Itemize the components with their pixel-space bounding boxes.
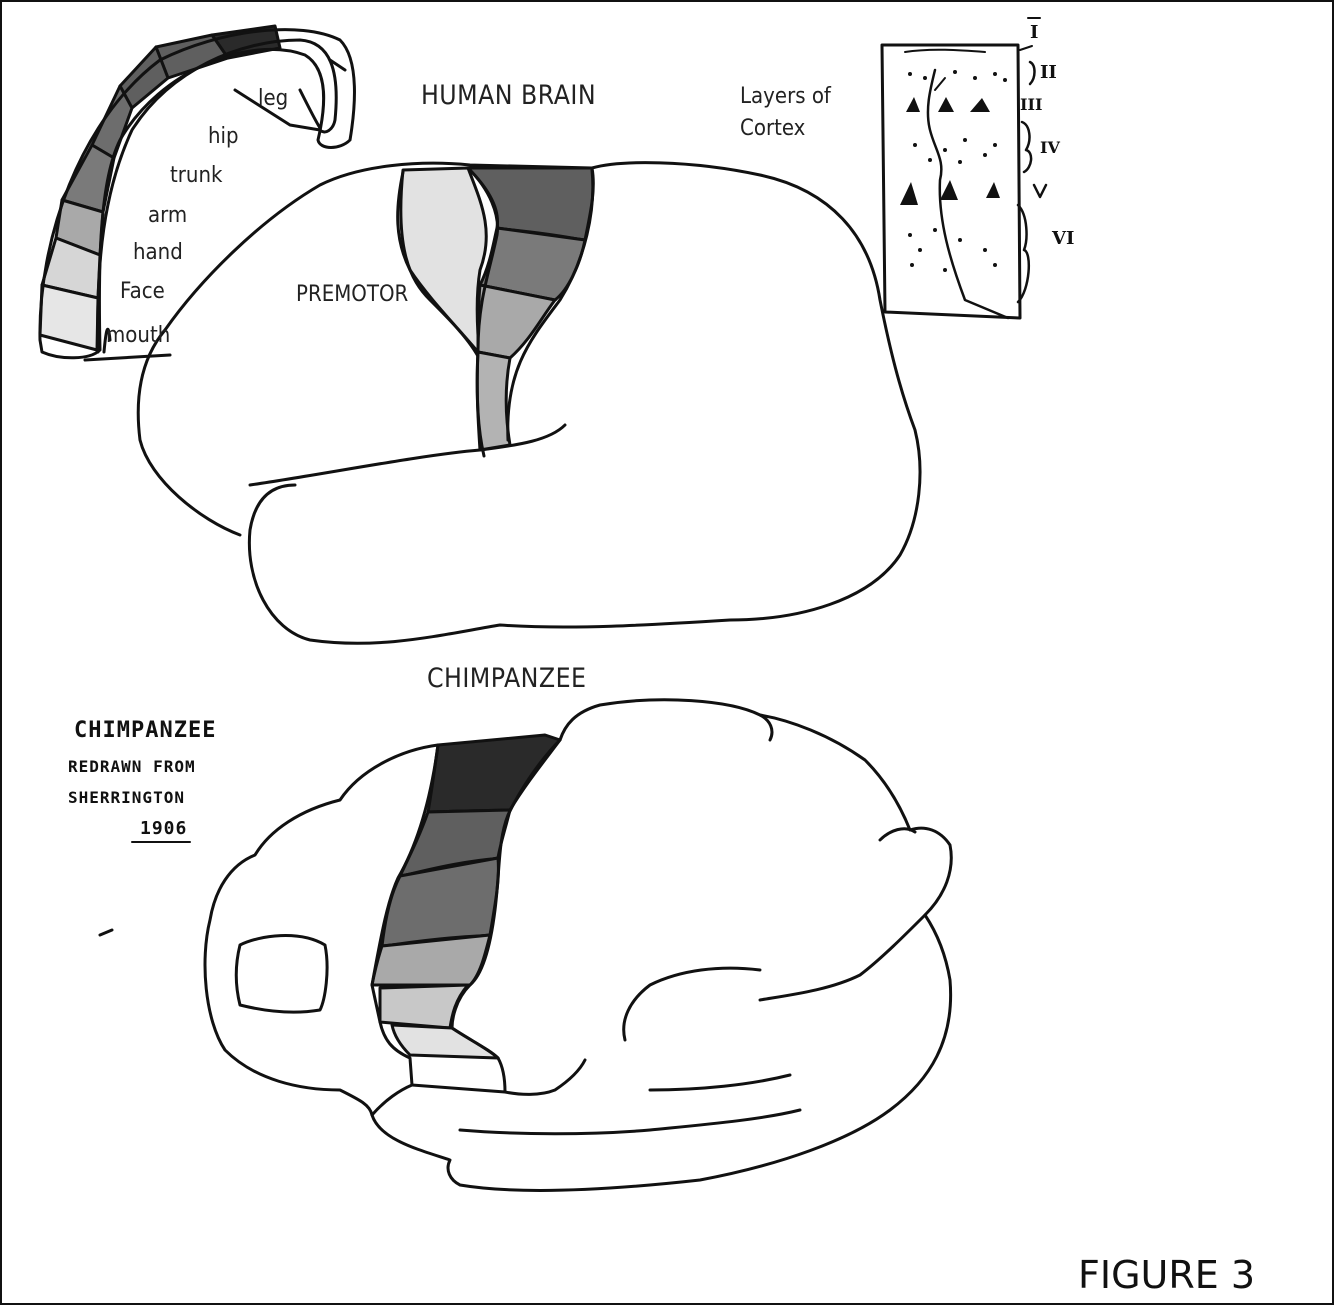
chimp-brain-diagram (98, 698, 953, 1192)
note-line-2: REDRAWN FROM (68, 757, 196, 776)
cortex-layers-diagram (880, 17, 1048, 320)
layer-vi-label: VI (1052, 228, 1075, 249)
human-premotor-region (399, 166, 488, 362)
trunk-label: trunk (170, 163, 223, 188)
chimp-motor-darkest (426, 733, 562, 814)
chimpanzee-title: CHIMPANZEE (427, 663, 587, 694)
chimp-motor-mid (380, 856, 500, 948)
layers-label: Layers of (740, 84, 831, 109)
figure-number-label: FIGURE 3 (1078, 1253, 1255, 1297)
cortex-label: Cortex (740, 116, 806, 141)
human-brain-title: HUMAN BRAIN (421, 80, 597, 111)
chimp-orbit-outline (234, 934, 329, 1014)
human-motor-bottom (475, 350, 512, 452)
motor-strip-diagram (38, 24, 356, 362)
note-line-1: CHIMPANZEE (74, 718, 217, 743)
strip-segment-mouth (38, 283, 100, 352)
note-line-4: 1906 (140, 818, 188, 839)
leg-label: leg (258, 86, 289, 111)
arm-label: arm (148, 203, 188, 228)
layer-ii-label: II (1040, 62, 1057, 83)
human-brain-diagram (136, 161, 922, 645)
layer-i-label: I (1030, 22, 1039, 43)
mouth-label: mouth (106, 323, 171, 348)
layer-iv-label: IV (1040, 138, 1060, 157)
chimp-motor-lightest (390, 1023, 500, 1060)
face-label: Face (120, 279, 165, 304)
cortex-cells (900, 70, 1007, 272)
note-line-3: SHERRINGTON (68, 788, 185, 807)
premotor-label: PREMOTOR (296, 282, 409, 307)
hand-label: hand (133, 240, 183, 265)
layer-v-label: V (1030, 178, 1042, 197)
hip-label: hip (208, 124, 239, 149)
layer-iii-label: III (1020, 95, 1043, 114)
